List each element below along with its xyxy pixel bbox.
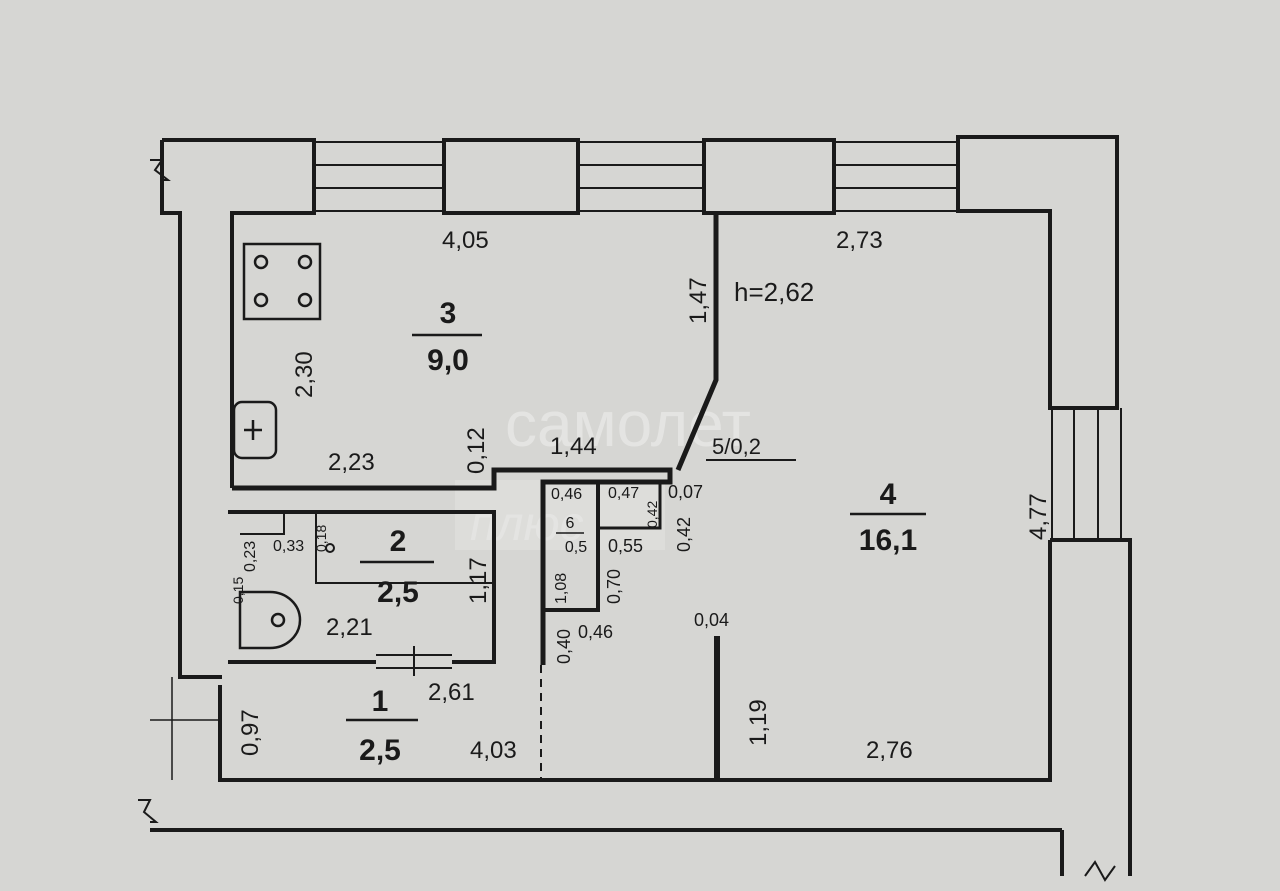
window-1 [314, 141, 444, 212]
dim-stub-t: 0,04 [694, 610, 729, 630]
dim-s-047: 0,47 [608, 485, 639, 502]
dim-hall-bottom: 4,03 [470, 737, 517, 764]
wall-pier-1 [442, 138, 580, 215]
dim-bath-w: 2,21 [326, 614, 373, 641]
window-2 [578, 141, 704, 212]
bath-fixture [240, 512, 494, 584]
dim-r4-height: 4,77 [1025, 493, 1052, 540]
room-6-area: 0,5 [565, 539, 587, 556]
drain-icon [325, 543, 335, 553]
dim-r4-stub: 1,19 [745, 699, 772, 746]
window-4 [1051, 408, 1122, 540]
wall-top-left [160, 138, 316, 679]
dim-hall-w: 2,61 [428, 679, 475, 706]
room-1-label: 1 2,5 [346, 685, 418, 767]
room-4-label: 4 16,1 [850, 478, 926, 557]
dim-s-042a: 0,42 [644, 501, 660, 528]
room-4-area: 16,1 [859, 524, 917, 557]
dim-s-108: 1,08 [553, 573, 570, 604]
room-3-label: 3 9,0 [412, 297, 482, 377]
watermark-sub-text: плюс [470, 498, 584, 551]
dim-bath-a: 0,23 [242, 541, 259, 572]
dim-k-height: 2,30 [291, 351, 318, 398]
dim-s-040: 0,40 [554, 629, 574, 664]
dim-s-007: 0,07 [668, 482, 703, 502]
dim-k-wall: 0,12 [463, 427, 490, 474]
dim-partition: 1,47 [685, 277, 712, 324]
sink-icon [232, 400, 278, 460]
room-3-number: 3 [440, 297, 457, 330]
window-3 [834, 141, 958, 212]
room-6-number: 6 [566, 515, 575, 532]
dim-r4-bottom: 2,76 [866, 737, 913, 764]
room-1-number: 1 [372, 685, 389, 718]
room-labels: 3 9,0 4 16,1 2 2,5 1 2,5 6 0,5 5/0,2 h= [346, 277, 926, 767]
watermark-box [455, 480, 665, 550]
wall-pier-2 [702, 138, 836, 215]
dim-hall-h: 0,97 [237, 709, 264, 756]
toilet-icon [238, 590, 302, 650]
wall-bathroom [228, 510, 496, 664]
break-marks [138, 159, 1116, 882]
dimension-labels: 4,05 2,73 2,30 1,47 2,23 0,12 1,44 4,77 … [230, 227, 1052, 764]
dim-k-step: 1,44 [550, 433, 597, 460]
ceiling-height: h=2,62 [734, 277, 814, 307]
wall-right-upper [956, 135, 1119, 410]
door-hall [376, 646, 452, 676]
room-1-area: 2,5 [359, 734, 401, 767]
dim-s-055: 0,55 [608, 536, 643, 556]
wall-closet-small [596, 480, 662, 530]
dim-k-bottom: 2,23 [328, 449, 375, 476]
dim-bath-h: 1,17 [465, 557, 492, 604]
wall-partition-kitchen [675, 213, 719, 471]
room-5-label: 5/0,2 [706, 434, 796, 461]
room-2-number: 2 [390, 525, 407, 558]
extension-lines [150, 677, 222, 780]
dim-s-046b: 0,46 [578, 622, 613, 642]
dim-k-width: 4,05 [442, 227, 489, 254]
dim-bath-d: 0,15 [230, 577, 246, 604]
room-5-text: 5/0,2 [712, 434, 761, 459]
room-6-label: 6 0,5 [556, 515, 587, 556]
room-2-label: 2 2,5 [360, 525, 434, 609]
dim-bath-c: 0,18 [313, 525, 329, 552]
dim-bath-b: 0,33 [273, 538, 304, 555]
dim-s-046a: 0,46 [551, 486, 582, 503]
dim-r4-width-top: 2,73 [836, 227, 883, 254]
room-4-number: 4 [880, 478, 897, 511]
stove-icon [242, 242, 322, 321]
wall-closet-6 [541, 482, 600, 612]
wall-right-lower [150, 538, 1132, 876]
dim-s-070: 0,70 [604, 569, 624, 604]
room-2-area: 2,5 [377, 576, 419, 609]
room-3-area: 9,0 [427, 344, 469, 377]
dim-s-042b: 0,42 [674, 517, 694, 552]
